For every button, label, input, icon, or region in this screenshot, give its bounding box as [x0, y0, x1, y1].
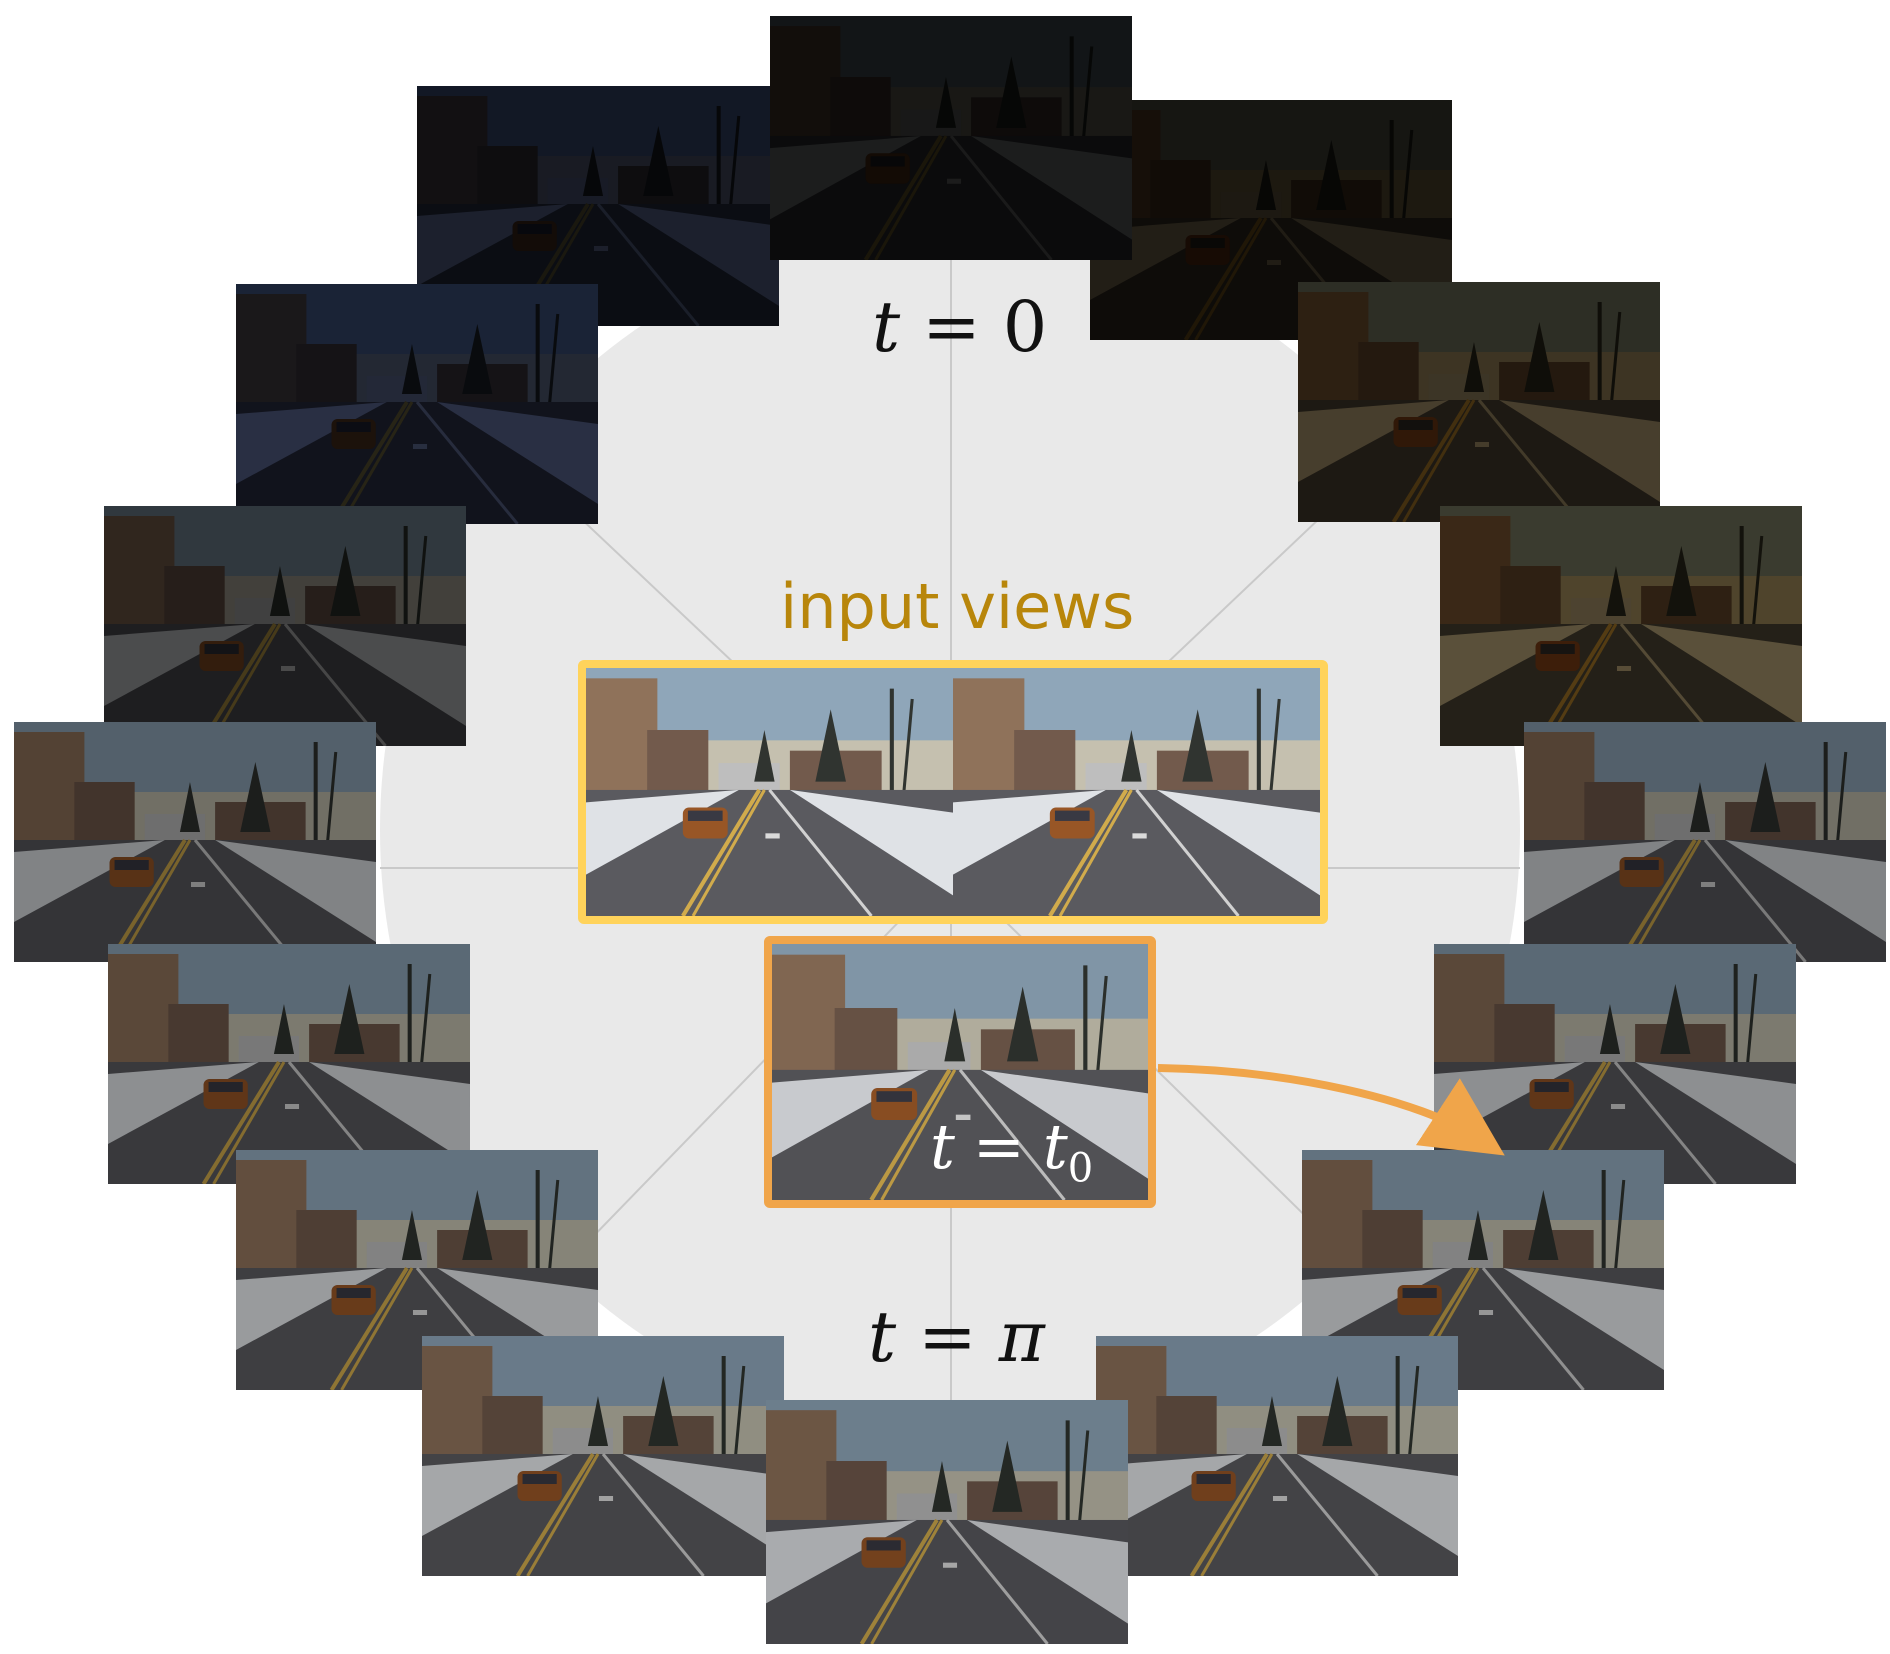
thumb-right [1524, 722, 1886, 962]
label-val: t [1042, 1110, 1068, 1183]
label-val: π [998, 1296, 1045, 1378]
label-eq: = [972, 1110, 1025, 1183]
input-view-2 [953, 668, 1320, 916]
label-val: 0 [1002, 286, 1048, 368]
thumb-mid-upper-right [1440, 506, 1802, 746]
input-views-label: input views [780, 570, 1135, 643]
thumb-upper-left [236, 284, 598, 524]
label-eq: = [918, 1296, 977, 1378]
label-var: t [872, 286, 901, 368]
thumb-top-center [770, 16, 1132, 260]
label-eq: = [922, 286, 981, 368]
thumb-bottom-left [422, 1336, 784, 1576]
thumb-mid-lower-right [1434, 944, 1796, 1184]
thumb-bottom-right [1096, 1336, 1458, 1576]
thumb-top-left [417, 86, 779, 326]
label-var: t [868, 1296, 897, 1378]
t0-output-box [764, 936, 1156, 1208]
thumb-bottom-center [766, 1400, 1128, 1644]
input-views-box [578, 660, 1328, 924]
thumb-mid-upper-left [104, 506, 466, 746]
label-var: t [930, 1110, 955, 1183]
input-view-1 [586, 668, 953, 916]
label-t-equals-pi: t=π [868, 1302, 1045, 1372]
label-t-equals-t0: t=t0 [930, 1110, 1093, 1191]
thumb-upper-right [1298, 282, 1660, 522]
label-subscript: 0 [1067, 1145, 1094, 1192]
label-t-equals-0: t=0 [872, 292, 1047, 362]
thumb-mid-lower-left [108, 944, 470, 1184]
thumb-left [14, 722, 376, 962]
